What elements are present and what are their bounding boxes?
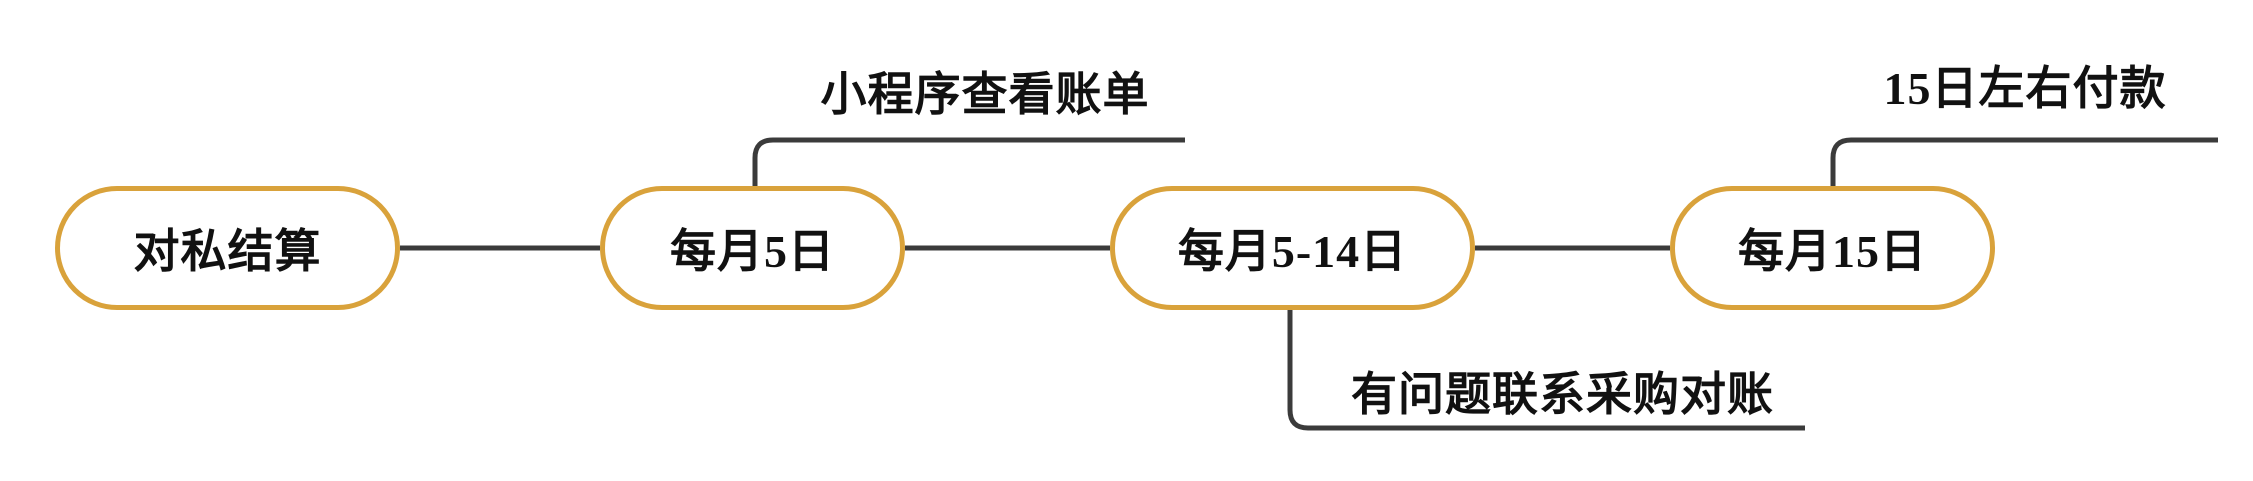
callout-line-contact-procurement <box>1287 310 1805 431</box>
callout-line-payment <box>1830 137 2218 186</box>
callout-line-check-bill <box>752 137 1185 186</box>
node-monthly-5[interactable]: 每月5日 <box>600 186 905 310</box>
annotation-contact-procurement[interactable]: 有问题联系采购对账 <box>1351 369 1774 420</box>
node-monthly-5-14[interactable]: 每月5-14日 <box>1110 186 1475 310</box>
annotation-check-bill-miniprogram[interactable]: 小程序查看账单 <box>820 69 1150 120</box>
node-settlement[interactable]: 对私结算 <box>55 186 400 310</box>
node-monthly-15[interactable]: 每月15日 <box>1670 186 1995 310</box>
annotation-payment-around-15[interactable]: 15日左右付款 <box>1883 63 2167 114</box>
